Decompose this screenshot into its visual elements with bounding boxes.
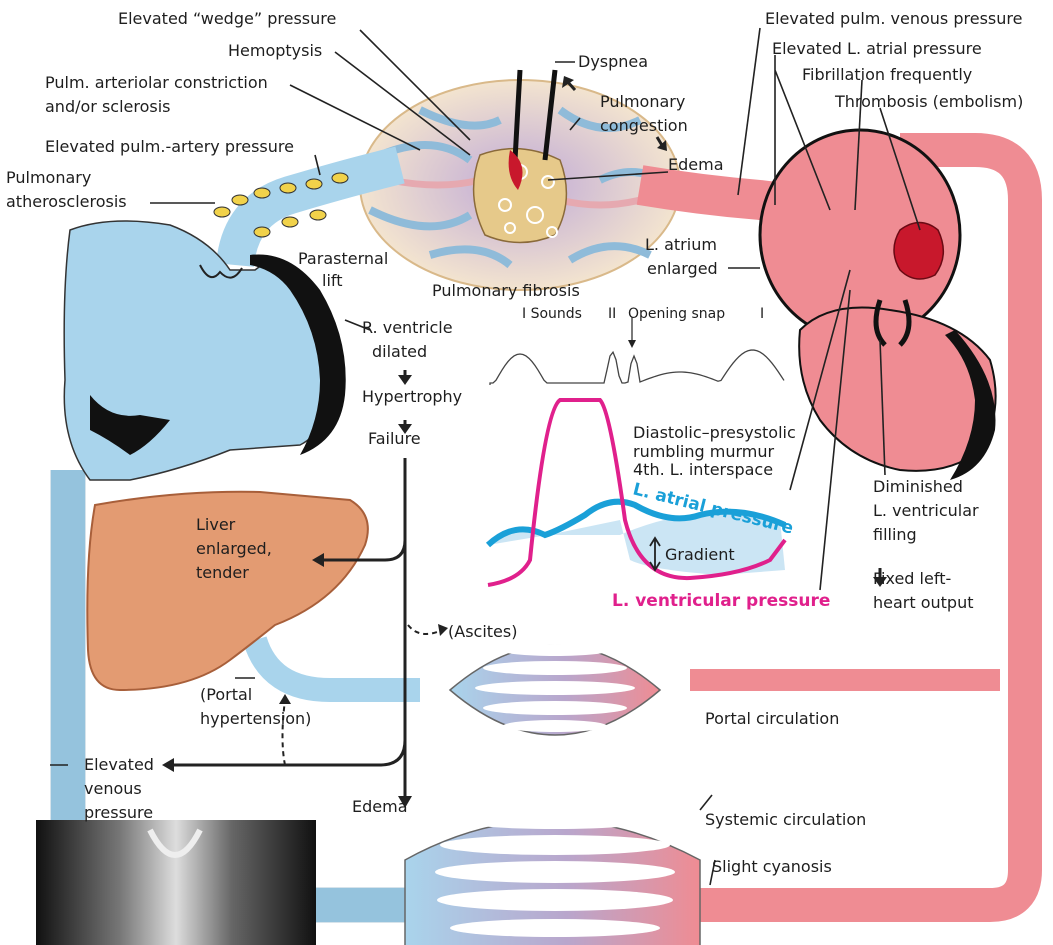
label-sound-ii: II bbox=[608, 306, 616, 322]
label-parasternal-2: lift bbox=[322, 271, 343, 290]
label-atherosclerosis-1: Pulmonary bbox=[6, 168, 91, 187]
label-la-enlarged-1: L. atrium bbox=[645, 235, 717, 254]
label-la-pressure: Elevated L. atrial pressure bbox=[772, 39, 982, 58]
label-output-1: Fixed left- bbox=[873, 569, 951, 588]
label-rv-1: R. ventricle bbox=[362, 318, 453, 337]
portal-capillary-bed bbox=[450, 644, 660, 735]
label-la-enlarged-2: enlarged bbox=[647, 259, 718, 278]
label-portal-ht-2: hypertension) bbox=[200, 709, 311, 728]
label-lv-filling-1: Diminished bbox=[873, 477, 963, 496]
label-venous-3: pressure bbox=[84, 803, 153, 822]
label-lv-filling-2: L. ventricular bbox=[873, 501, 979, 520]
label-wedge-pressure: Elevated “wedge” pressure bbox=[118, 9, 336, 28]
label-liver-1: Liver bbox=[196, 515, 236, 534]
label-hemoptysis: Hemoptysis bbox=[228, 41, 322, 60]
label-congestion-1: Pulmonary bbox=[600, 92, 685, 111]
label-ascites: (Ascites) bbox=[448, 622, 517, 641]
label-ventricular-curve: L. ventricular pressure bbox=[612, 591, 830, 611]
label-portal-circulation: Portal circulation bbox=[705, 709, 839, 728]
label-systemic-circulation: Systemic circulation bbox=[705, 810, 866, 829]
label-liver-3: tender bbox=[196, 563, 249, 582]
label-parasternal-1: Parasternal bbox=[298, 249, 388, 268]
label-fibrillation: Fibrillation frequently bbox=[802, 65, 972, 84]
label-dyspnea: Dyspnea bbox=[578, 52, 648, 71]
label-lv-filling-3: filling bbox=[873, 525, 917, 544]
atrial-thrombus bbox=[894, 223, 943, 280]
label-congestion-2: congestion bbox=[600, 116, 688, 135]
label-lung-edema: Edema bbox=[668, 155, 724, 174]
label-body-edema: Edema bbox=[352, 797, 408, 816]
label-liver-2: enlarged, bbox=[196, 539, 272, 558]
systemic-capillary-bed bbox=[405, 811, 700, 945]
label-cyanosis: Slight cyanosis bbox=[712, 857, 832, 876]
label-fibrosis: Pulmonary fibrosis bbox=[432, 281, 580, 300]
heart-sounds-trace bbox=[490, 317, 784, 385]
phonocardiogram-line bbox=[490, 350, 784, 385]
label-atherosclerosis-2: atherosclerosis bbox=[6, 192, 127, 211]
label-sound-i: I bbox=[760, 306, 764, 322]
label-venous-2: venous bbox=[84, 779, 142, 798]
label-arteriolar-1: Pulm. arteriolar constriction bbox=[45, 73, 268, 92]
label-hypertrophy: Hypertrophy bbox=[362, 387, 462, 406]
label-murmur-3: 4th. L. interspace bbox=[633, 460, 773, 479]
label-opening-snap: Opening snap bbox=[628, 306, 725, 322]
label-rv-2: dilated bbox=[372, 342, 427, 361]
chest-xray-thumbnail bbox=[36, 820, 316, 945]
label-sounds: I Sounds bbox=[522, 306, 582, 322]
label-murmur-1: Diastolic–presystolic bbox=[633, 423, 796, 442]
label-pa-pressure: Elevated pulm.-artery pressure bbox=[45, 137, 294, 156]
label-venous-1: Elevated bbox=[84, 755, 154, 774]
left-ventricle bbox=[799, 308, 995, 471]
label-failure: Failure bbox=[368, 429, 421, 448]
label-gradient: Gradient bbox=[665, 545, 735, 564]
label-arteriolar-2: and/or sclerosis bbox=[45, 97, 171, 116]
label-pv-pressure: Elevated pulm. venous pressure bbox=[765, 9, 1022, 28]
label-portal-ht-1: (Portal bbox=[200, 685, 252, 704]
label-output-2: heart output bbox=[873, 593, 974, 612]
label-thrombosis: Thrombosis (embolism) bbox=[834, 92, 1023, 111]
label-murmur-2: rumbling murmur bbox=[633, 442, 774, 461]
